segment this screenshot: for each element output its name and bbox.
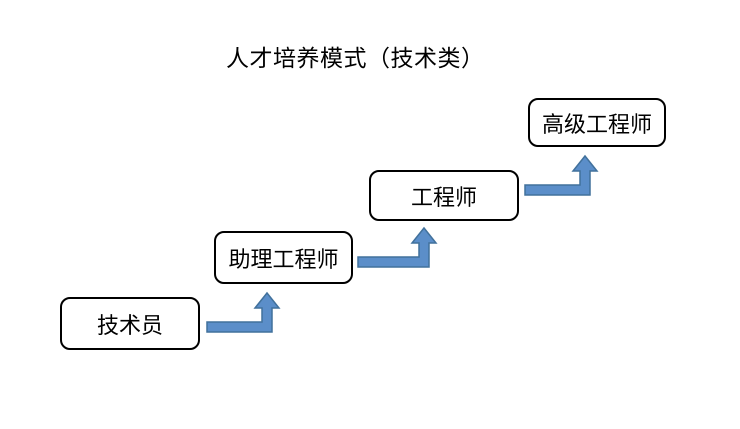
node-label: 高级工程师	[541, 111, 652, 137]
bent-up-arrow-icon	[206, 291, 281, 333]
node-technician: 技术员	[60, 297, 200, 350]
bent-up-arrow-icon	[357, 226, 438, 268]
bent-up-arrow-icon	[524, 154, 599, 196]
node-engineer: 工程师	[369, 170, 519, 221]
diagram-title: 人才培养模式（技术类）	[226, 46, 485, 71]
node-label: 助理工程师	[228, 246, 339, 272]
node-senior-engineer: 高级工程师	[528, 98, 666, 147]
node-label: 工程师	[410, 184, 477, 210]
node-label: 技术员	[96, 312, 163, 338]
node-assistant-engineer: 助理工程师	[214, 231, 353, 284]
